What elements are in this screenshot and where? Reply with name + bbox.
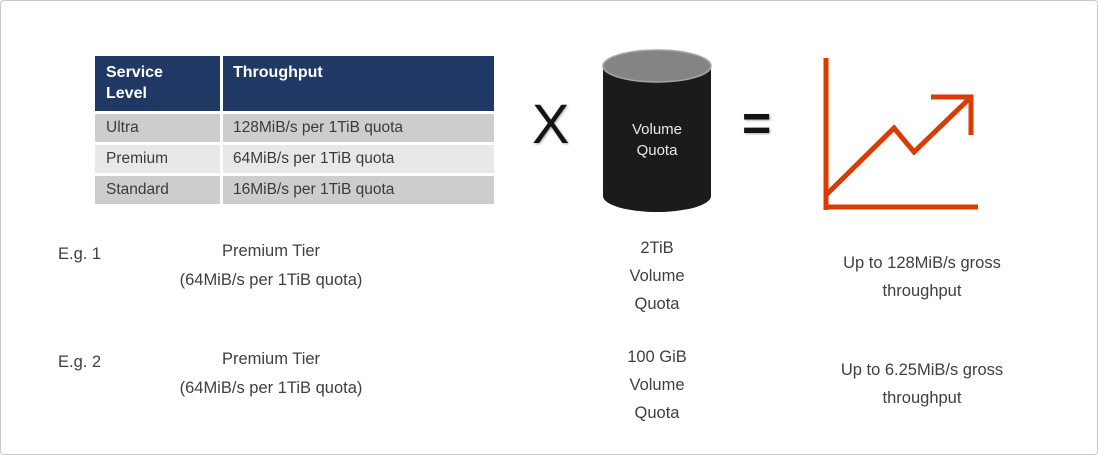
table-row-standard: Standard 16MiB/s per 1TiB quota (95, 176, 494, 204)
example2-tier-name: Premium Tier (221, 350, 321, 368)
table-header-row: Service Level Throughput (95, 56, 494, 111)
example1-quota: 2TiB Volume Quota (629, 239, 685, 313)
header-throughput-label: Throughput (233, 64, 323, 81)
table-row-premium: Premium 64MiB/s per 1TiB quota (95, 145, 494, 173)
service-level-table: Service Level Throughput Ultra 128MiB/s … (95, 56, 494, 204)
equals-symbol: = (742, 95, 772, 151)
example1-result: Up to 128MiB/s gross throughput (843, 254, 1001, 300)
example2-result: Up to 6.25MiB/s gross throughput (840, 361, 1004, 407)
volume-quota-cylinder: Volume Quota (600, 47, 714, 215)
throughput-chart-icon (819, 55, 989, 220)
cell-service-level: Premium (95, 145, 223, 173)
cylinder-icon (602, 49, 712, 212)
table-row-ultra: Ultra 128MiB/s per 1TiB quota (95, 114, 494, 142)
example2-quota: 100 GiB Volume Quota (627, 348, 687, 422)
cell-throughput: 64MiB/s per 1TiB quota (223, 145, 494, 173)
example1-tier: Premium Tier (64MiB/s per 1TiB quota) (121, 237, 421, 295)
cell-service-level: Standard (95, 176, 223, 204)
example2-tier-detail: (64MiB/s per 1TiB quota) (179, 379, 363, 397)
cylinder-label: Volume Quota (631, 121, 683, 159)
multiply-symbol: X (532, 92, 570, 155)
cell-service-level: Ultra (95, 114, 223, 142)
example1-tier-detail: (64MiB/s per 1TiB quota) (179, 271, 363, 289)
example1-tier-name: Premium Tier (221, 242, 321, 260)
header-service-level-label: Service Level (106, 64, 163, 102)
header-throughput: Throughput (223, 56, 494, 111)
example2-tier: Premium Tier (64MiB/s per 1TiB quota) (121, 345, 421, 403)
cell-throughput: 128MiB/s per 1TiB quota (223, 114, 494, 142)
cell-throughput: 16MiB/s per 1TiB quota (223, 176, 494, 204)
trend-line-chart-icon (823, 58, 978, 210)
example2-label: E.g. 2 (58, 353, 102, 371)
header-service-level: Service Level (95, 56, 223, 111)
example1-label: E.g. 1 (58, 245, 102, 263)
